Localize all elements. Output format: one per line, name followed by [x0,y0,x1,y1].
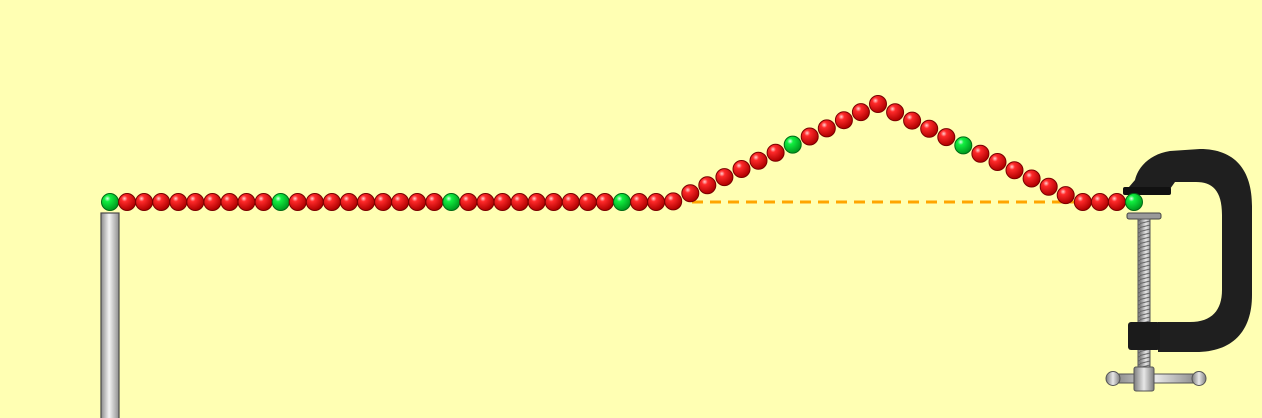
string-bead-marker[interactable] [101,193,119,211]
string-bead [561,193,580,211]
string-bead [254,193,273,211]
string-bead [118,193,137,211]
string-bead [1039,177,1058,196]
string-bead [1022,169,1041,188]
string-bead [766,143,785,162]
string-bead [988,153,1007,171]
string-bead [749,151,768,170]
string-bead [476,193,495,211]
string-bead [732,160,751,178]
string-bead [817,119,836,138]
string-bead [459,193,478,211]
string-bead [578,193,597,211]
string-bead [920,119,939,138]
string-bead [971,144,990,163]
string-bead [544,193,563,211]
string-bead [527,193,546,211]
string-bead-marker [1125,193,1143,211]
clamp-lower-jaw [1128,322,1160,350]
post-icon [100,212,120,418]
string-bead [186,193,205,211]
string-bead [1056,186,1075,205]
string-bead [664,192,683,211]
string-bead [886,103,905,122]
string-bead [647,193,666,211]
clamp-handle-bar[interactable] [1110,373,1203,384]
string-bead [869,95,887,113]
string-bead [288,193,307,211]
string-bead-marker [271,193,290,211]
string-bead [374,193,393,211]
string-bead [357,193,375,211]
string-bead [152,193,171,211]
string-bead [698,176,717,195]
clamp-frame [1129,149,1252,352]
string-bead-marker [442,193,461,211]
string-bead-marker [783,135,802,154]
clamp-screw-pad [1126,212,1162,220]
string-bead [851,103,870,122]
string-bead [1090,193,1109,211]
string-bead [339,193,358,211]
string-bead-marker [954,136,973,155]
string-bead [203,193,222,211]
string-bead [1107,193,1126,211]
string-bead [237,193,256,211]
string-bead [391,193,410,211]
clamp-handle-hub [1133,366,1155,392]
string-bead [630,193,649,211]
string-bead [493,193,512,211]
string-bead [1073,193,1092,211]
string-bead [715,168,734,187]
string-bead [681,184,700,203]
string-bead [169,193,188,211]
string-bead [595,193,614,211]
clamp-handle-knob-left [1105,371,1121,386]
string-bead [305,193,324,211]
string-beads [101,95,1143,211]
string-bead [937,128,956,147]
string-bead [510,193,529,211]
string-bead [408,193,427,211]
string-bead [425,193,444,211]
string-bead [834,111,853,130]
clamp-upper-jaw [1123,187,1171,195]
string-bead-marker [613,193,631,211]
string-bead [1005,161,1024,180]
string-bead [135,193,154,211]
clamp-handle-knob-right [1191,371,1207,386]
string-bead [903,111,922,130]
c-clamp-icon[interactable] [1105,149,1252,392]
string-bead [800,127,819,146]
string-bead [220,193,239,211]
string-bead [322,193,341,211]
